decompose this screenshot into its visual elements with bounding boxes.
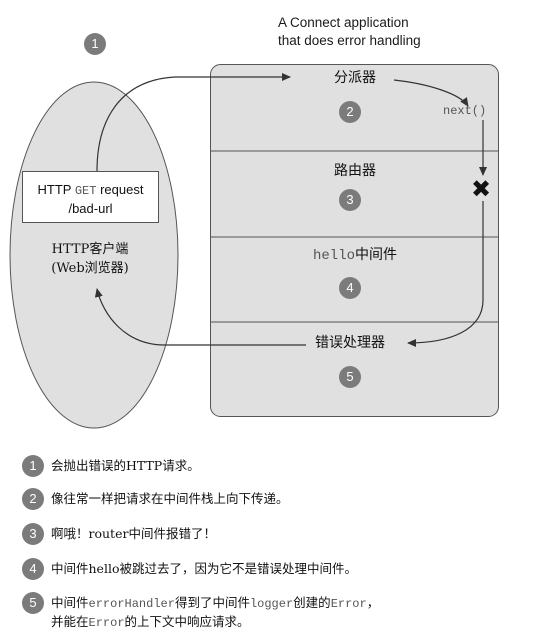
note-5-mono4: Error [88, 616, 125, 630]
note-5-part1: 中间件 [51, 595, 89, 610]
note-5-line1: 中间件errorHandler得到了中间件logger创建的Error， [51, 594, 531, 613]
request-prefix: HTTP [37, 182, 72, 197]
layer-hello-text: 中间件 [355, 247, 397, 263]
layer-error-handler-label: 错误处理器 [311, 334, 389, 352]
layer-hello-label: hello中间件 [210, 246, 500, 265]
request-line: HTTP GET request [23, 181, 158, 200]
error-x-icon: ✖ [471, 175, 492, 203]
note-1-badge: 1 [22, 455, 44, 477]
note-2-text: 像往常一样把请求在中间件栈上向下传递。 [51, 491, 289, 506]
response-arrow [94, 288, 306, 346]
note-5-part6: 的上下文中响应请求。 [124, 614, 250, 629]
note-4-text: 中间件hello被跳过去了，因为它不是错误处理中间件。 [51, 561, 357, 576]
note-1-text: 会抛出错误的HTTP请求。 [51, 458, 200, 473]
layer-hello-mono: hello [312, 248, 355, 264]
http-request-box: HTTP GET request /bad-url [22, 171, 159, 223]
note-5-part4: ， [366, 595, 380, 610]
note-3-text: 啊哦！router中间件报错了！ [51, 526, 216, 541]
client-label: HTTP客户端 (Web浏览器) [30, 240, 150, 278]
layer-dispatcher-badge: 2 [339, 101, 361, 123]
layer-router-badge: 3 [339, 189, 361, 211]
request-arrow [96, 73, 291, 172]
request-path: /bad-url [68, 201, 113, 216]
note-5-line2: 并能在Error的上下文中响应请求。 [51, 613, 531, 632]
note-5-part3: 创建的 [293, 595, 331, 610]
app-caption-line1: A Connect application [278, 15, 409, 30]
client-label-line1: HTTP客户端 [51, 242, 129, 257]
connect-app-panel [210, 64, 499, 417]
note-4-badge: 4 [22, 558, 44, 580]
note-5-text: 中间件errorHandler得到了中间件logger创建的Error， 并能在… [51, 594, 531, 632]
client-ellipse [9, 81, 179, 429]
client-step-badge: 1 [84, 33, 106, 55]
note-5-part5: 并能在 [51, 614, 89, 629]
note-3-badge: 3 [22, 523, 44, 545]
app-caption-line2: that does error handling [278, 33, 421, 48]
next-arrow [393, 79, 469, 107]
note-5-mono3: Error [330, 597, 367, 611]
layer-error-handler-badge: 5 [339, 366, 361, 388]
app-caption: A Connect application that does error ha… [278, 14, 498, 50]
note-5-mono2: logger [249, 597, 294, 611]
request-suffix: request [100, 182, 144, 197]
error-path-arrow [407, 201, 484, 347]
note-5-mono1: errorHandler [88, 597, 175, 611]
next-call-label: next() [443, 104, 487, 118]
layer-dispatcher-label: 分派器 [334, 70, 376, 86]
layer-router-label: 路由器 [334, 163, 376, 179]
client-label-line2: (Web浏览器) [51, 261, 129, 276]
note-2-badge: 2 [22, 488, 44, 510]
note-5-badge: 5 [22, 592, 44, 614]
request-method: GET [74, 184, 97, 198]
layer-hello-badge: 4 [339, 277, 361, 299]
note-5-part2: 得到了中间件 [174, 595, 250, 610]
